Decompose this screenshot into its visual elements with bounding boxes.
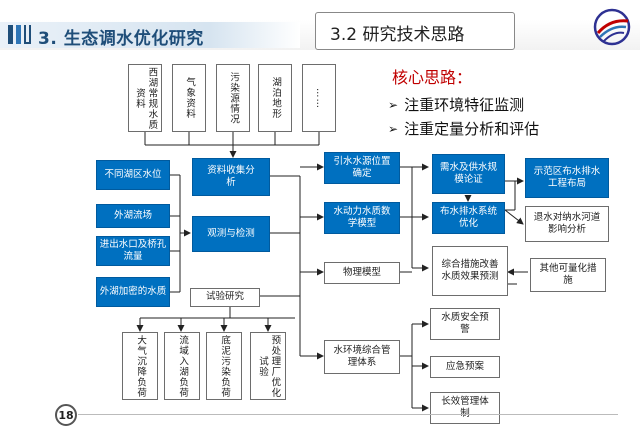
mgmt-item: 水质安全预警 <box>430 308 500 340</box>
demand-box: 需水及供水规模论证 <box>432 154 505 194</box>
experiment-item: 大气沉降负荷 <box>122 332 158 400</box>
subtitle-box <box>315 12 515 50</box>
core-item-text: 注重环境特征监测 <box>404 96 525 114</box>
experiment-item: 底泥污染负荷 <box>206 332 242 400</box>
observe-box: 观测与检测 <box>192 216 270 252</box>
arrow-bullet-icon: ➢ <box>388 97 399 112</box>
retreat-box: 退水对纳水河道影响分析 <box>525 206 609 242</box>
subtitle: 3.2 研究技术思路 <box>330 25 465 45</box>
physical-model-box: 物理模型 <box>324 262 400 284</box>
other-measures-box: 其他可量化措施 <box>530 258 606 292</box>
source-box: 湖泊地形 <box>258 64 292 132</box>
footer-divider <box>78 414 618 415</box>
core-item: ➢ 注重环境特征监测 <box>388 94 524 115</box>
page-number: 18 <box>55 404 77 426</box>
source-box: 污染源情况 <box>216 64 250 132</box>
data-collect-box: 资料收集分析 <box>192 158 270 196</box>
logo-icon <box>593 8 631 46</box>
source-box: 气象资料 <box>172 64 206 132</box>
monitor-box: 外湖流场 <box>96 204 170 228</box>
section-title: 3. 生态调水优化研究 <box>38 29 204 49</box>
demo-layout-box: 示范区布水排水工程布局 <box>525 158 609 198</box>
layout-box: 布水排水系统优化 <box>432 202 505 234</box>
monitor-box: 进出水口及桥孔流量 <box>96 236 170 266</box>
monitor-box: 不同湖区水位 <box>96 160 170 190</box>
source-position-box: 引水水源位置确定 <box>324 152 400 184</box>
measures-box: 综合措施改善水质效果预测 <box>432 246 508 296</box>
experiment-box: 试验研究 <box>190 288 260 307</box>
section-bars-icon <box>8 25 31 44</box>
hydro-model-box: 水动力水质数学模型 <box>324 202 400 234</box>
arrow-bullet-icon: ➢ <box>388 121 399 136</box>
mgmt-system-box: 水环境综合管理体系 <box>324 340 400 374</box>
core-item-text: 注重定量分析和评估 <box>404 120 540 138</box>
experiment-item: 预处理厂优化试验 <box>250 332 286 400</box>
core-title: 核心思路： <box>392 68 473 87</box>
core-item: ➢ 注重定量分析和评估 <box>388 118 539 139</box>
mgmt-item: 应急预案 <box>430 356 500 378</box>
source-box: …… <box>302 64 336 132</box>
section-title-bar <box>0 22 300 48</box>
monitor-box: 外湖加密的水质 <box>96 277 170 307</box>
experiment-item: 流域入湖负荷 <box>164 332 200 400</box>
source-box: 西湖常规水质资料 <box>128 64 162 132</box>
mgmt-item: 长效管理体制 <box>430 392 500 424</box>
